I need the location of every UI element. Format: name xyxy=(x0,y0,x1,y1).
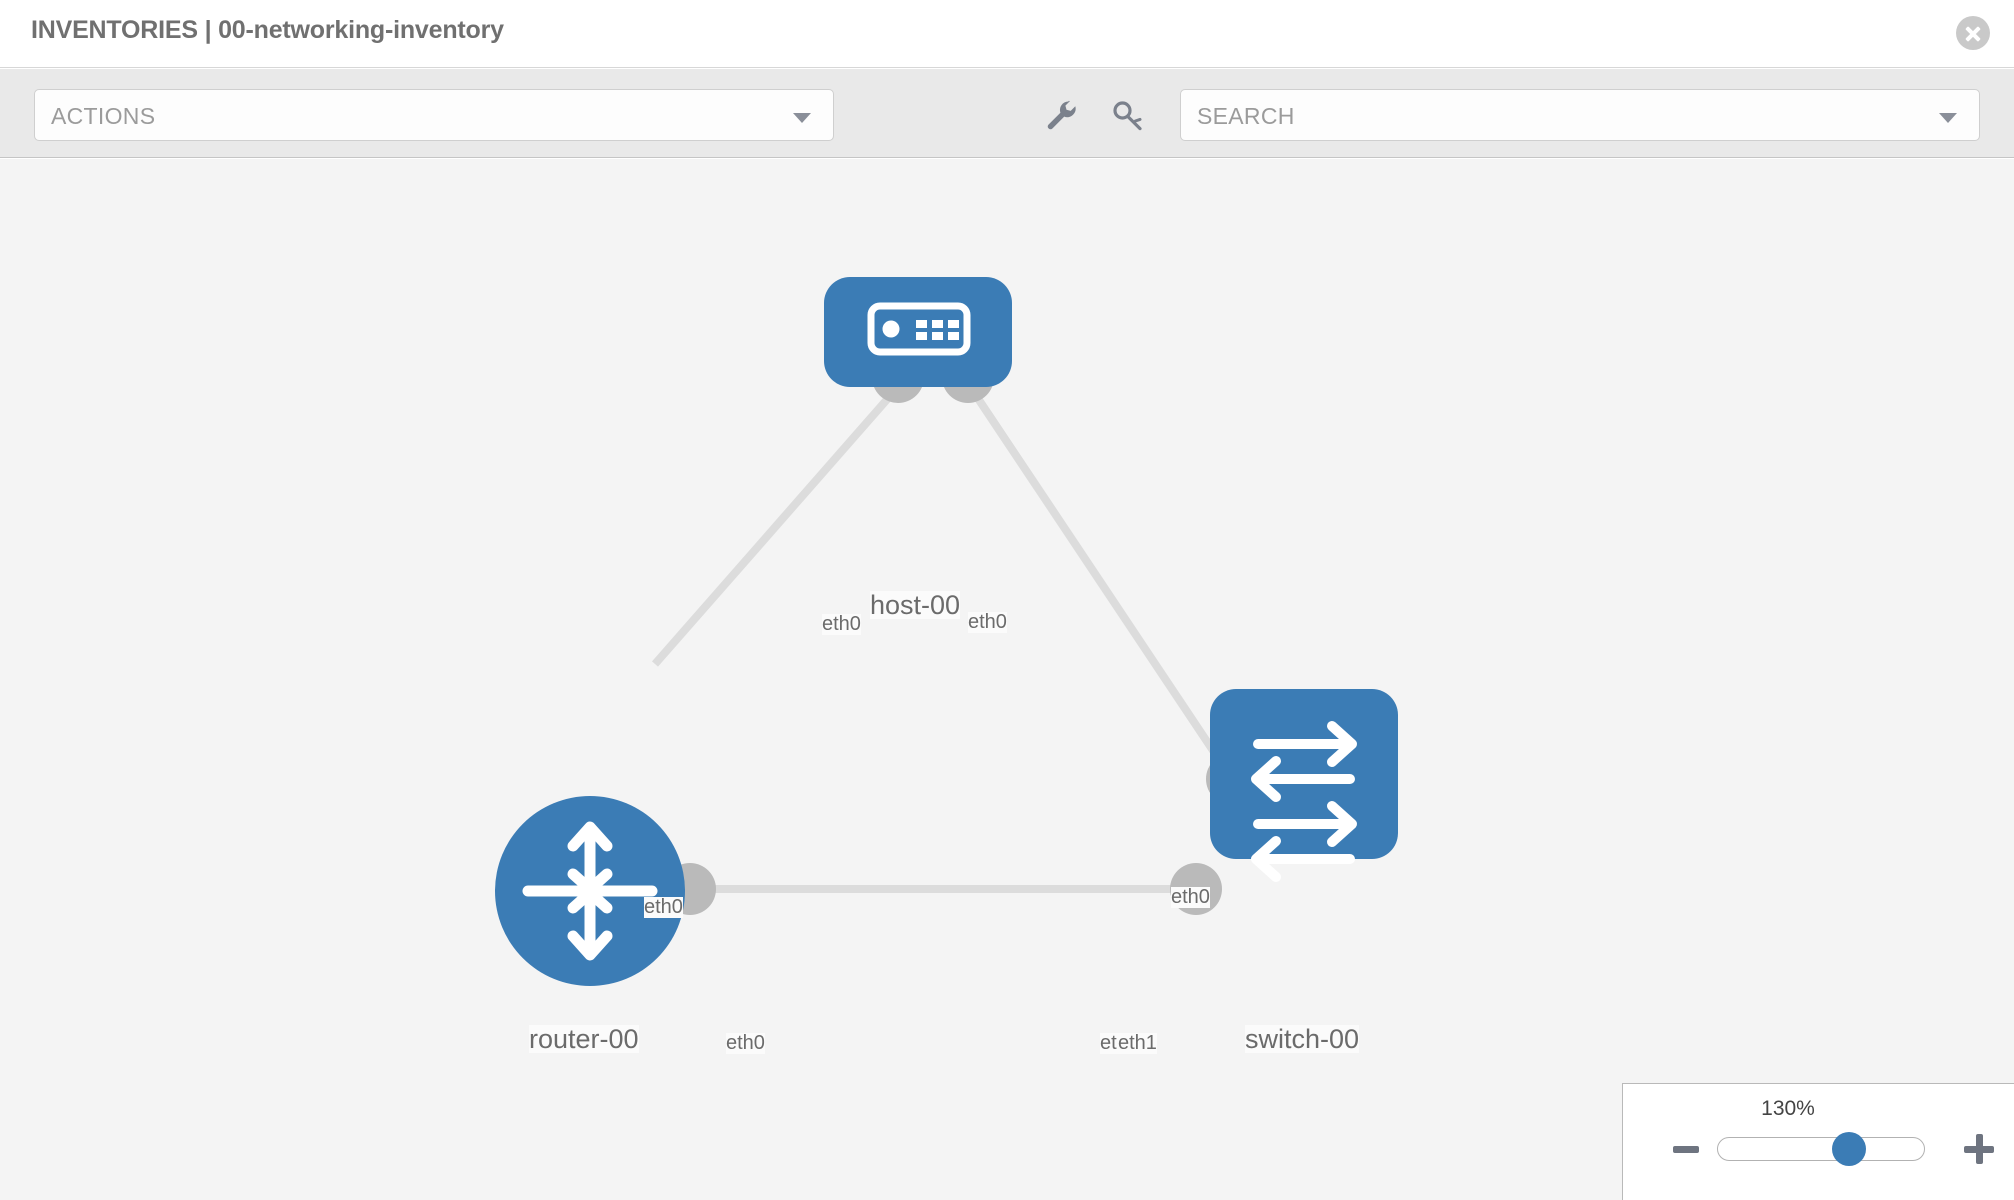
topology-connectors xyxy=(664,351,1258,915)
iface-label-switch00-to-host00: eth0 xyxy=(1171,886,1210,908)
iface-label-router00-to-switch00: eth0 xyxy=(726,1032,765,1054)
page-title: INVENTORIES | 00-networking-inventory xyxy=(31,16,504,44)
iface-label-router00-to-host00: eth0 xyxy=(644,896,683,918)
node-host-00 xyxy=(824,277,1012,387)
iface-label-switch00-eth1: eth1 xyxy=(1118,1032,1157,1054)
toolbar: ACTIONS SEARCH xyxy=(0,69,2014,158)
switch-arrows-icon xyxy=(1251,721,1357,882)
node-label-switch-00: switch-00 xyxy=(1245,1024,1360,1054)
zoom-level-value: 130% xyxy=(1761,1097,1815,1120)
topology-canvas[interactable]: host-00 router-00 switch-00 eth0 eth0 et… xyxy=(0,159,2014,1200)
zoom-slider-thumb[interactable] xyxy=(1831,1132,1866,1166)
zoom-slider-track[interactable] xyxy=(1717,1137,1925,1161)
zoom-in-button[interactable] xyxy=(1964,1134,1994,1164)
node-label-router-00: router-00 xyxy=(529,1024,639,1054)
node-router-00 xyxy=(495,796,685,986)
search-input[interactable]: SEARCH xyxy=(1180,89,1980,141)
zoom-control-panel: 130% xyxy=(1622,1083,2014,1200)
link-host00-switch00 xyxy=(961,376,1236,782)
zoom-out-button[interactable] xyxy=(1673,1146,1699,1153)
close-icon[interactable] xyxy=(1956,16,1990,50)
link-host00-router00 xyxy=(651,376,909,667)
page-header: INVENTORIES | 00-networking-inventory xyxy=(0,0,2014,68)
search-placeholder: SEARCH xyxy=(1197,103,1295,129)
node-label-host-00: host-00 xyxy=(870,590,961,620)
iface-label-host00-to-router00: eth0 xyxy=(822,613,861,635)
actions-dropdown[interactable]: ACTIONS xyxy=(34,89,834,141)
node-switch-00 xyxy=(1210,689,1398,882)
actions-dropdown-label: ACTIONS xyxy=(51,103,156,129)
key-icon[interactable] xyxy=(1102,89,1154,141)
router-arrows-icon xyxy=(522,821,658,961)
wrench-icon[interactable] xyxy=(1035,89,1087,141)
chevron-down-icon xyxy=(793,113,811,123)
topology-graph[interactable] xyxy=(0,159,2014,1200)
topology-links xyxy=(651,376,1236,893)
chevron-down-icon[interactable] xyxy=(1939,113,1957,123)
server-icon xyxy=(867,302,971,356)
iface-label-host00-to-switch00: eth0 xyxy=(968,611,1007,633)
